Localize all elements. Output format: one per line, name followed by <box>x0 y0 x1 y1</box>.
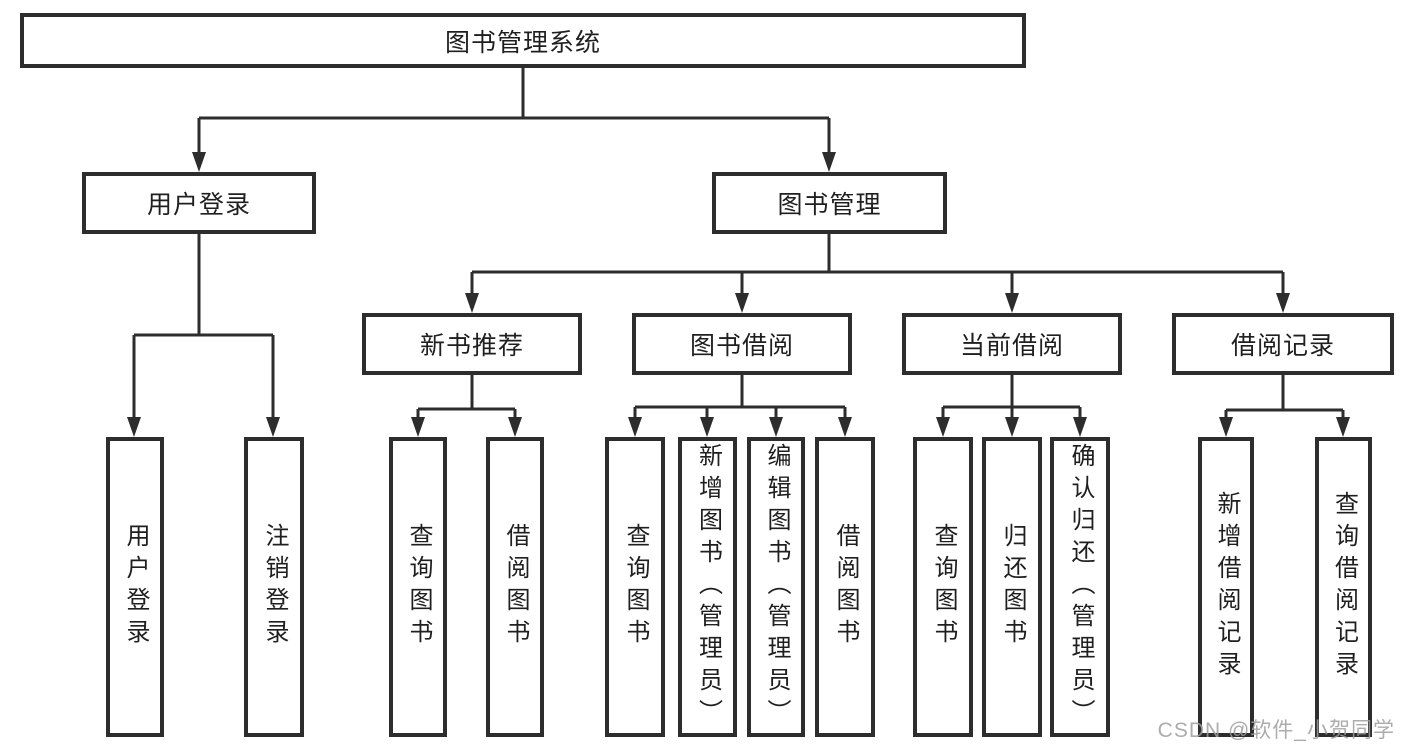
node-user-login: 用户登录 <box>82 172 316 234</box>
leaf-query-books-recommend: 查询图书 <box>389 437 447 737</box>
node-library-system: 图书管理系统 <box>20 13 1026 68</box>
node-new-book-recommend: 新书推荐 <box>362 313 582 375</box>
leaf-add-borrow-record: 新增借阅记录 <box>1198 437 1254 737</box>
leaf-borrow-books: 借阅图书 <box>815 437 875 737</box>
leaf-query-books-current: 查询图书 <box>913 437 973 737</box>
csdn-watermark: CSDN @软件_小贺同学 <box>1157 719 1395 742</box>
node-book-management: 图书管理 <box>712 172 947 234</box>
leaf-query-books-borrow: 查询图书 <box>605 437 665 737</box>
leaf-return-books: 归还图书 <box>982 437 1042 737</box>
node-current-borrow: 当前借阅 <box>902 313 1122 375</box>
leaf-add-book-admin: 新增图书（管理员） <box>678 437 737 737</box>
leaf-borrow-books-recommend: 借阅图书 <box>486 437 544 737</box>
leaf-logout-login: 注销登录 <box>244 437 304 737</box>
leaf-query-borrow-record: 查询借阅记录 <box>1315 437 1372 737</box>
leaf-edit-book-admin: 编辑图书（管理员） <box>747 437 805 737</box>
leaf-user-login: 用户登录 <box>106 437 164 737</box>
leaf-confirm-return-admin: 确认归还（管理员） <box>1050 437 1110 737</box>
node-book-borrow: 图书借阅 <box>632 313 852 375</box>
node-borrow-records: 借阅记录 <box>1172 313 1394 375</box>
